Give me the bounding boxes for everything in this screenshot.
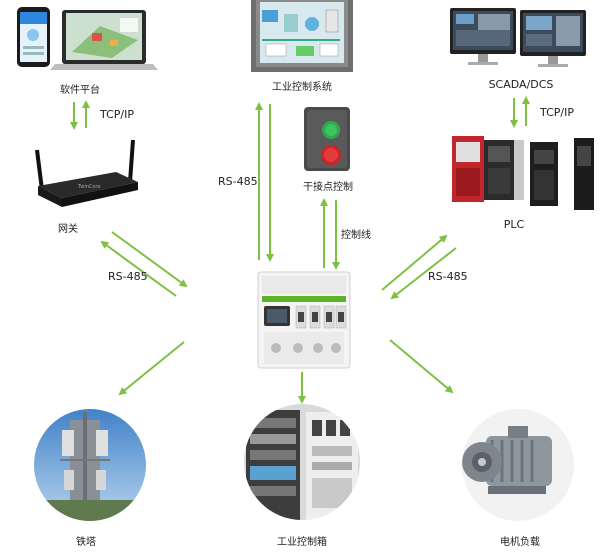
smart-breaker-image: [257, 271, 351, 369]
tower-image: [34, 409, 146, 521]
link-label-sw-gw: TCP/IP: [99, 108, 134, 121]
motor-image: [462, 409, 574, 521]
scada-label: SCADA/DCS: [489, 78, 554, 91]
motor-label: 电机负载: [500, 535, 540, 548]
software-platform-image: [17, 7, 158, 70]
gateway-label: 网关: [58, 222, 78, 235]
link-label-gw-breaker: RS-485: [108, 270, 148, 283]
dry-contact-label: 干接点控制: [303, 180, 353, 193]
link-label-scada-plc: TCP/IP: [539, 106, 574, 119]
scada-monitors-image: [450, 8, 586, 67]
hmi-panel-image: [251, 0, 353, 72]
control-box-label: 工业控制箱: [277, 535, 327, 548]
plc-label: PLC: [504, 218, 525, 231]
svg-text:TwinCore: TwinCore: [77, 184, 100, 190]
tower-label: 铁塔: [76, 535, 96, 548]
gateway-image: TwinCore: [35, 139, 138, 207]
plc-image: [452, 136, 594, 210]
link-label-plc-breaker: RS-485: [428, 270, 468, 283]
link-label-dry-breaker: 控制线: [341, 228, 371, 241]
software-platform-label: 软件平台: [60, 83, 100, 96]
control-box-image: [244, 404, 360, 520]
industrial-control-label: 工业控制系统: [272, 80, 332, 93]
link-label-ics-breaker: RS-485: [218, 175, 258, 188]
push-button-box-image: [304, 107, 350, 171]
